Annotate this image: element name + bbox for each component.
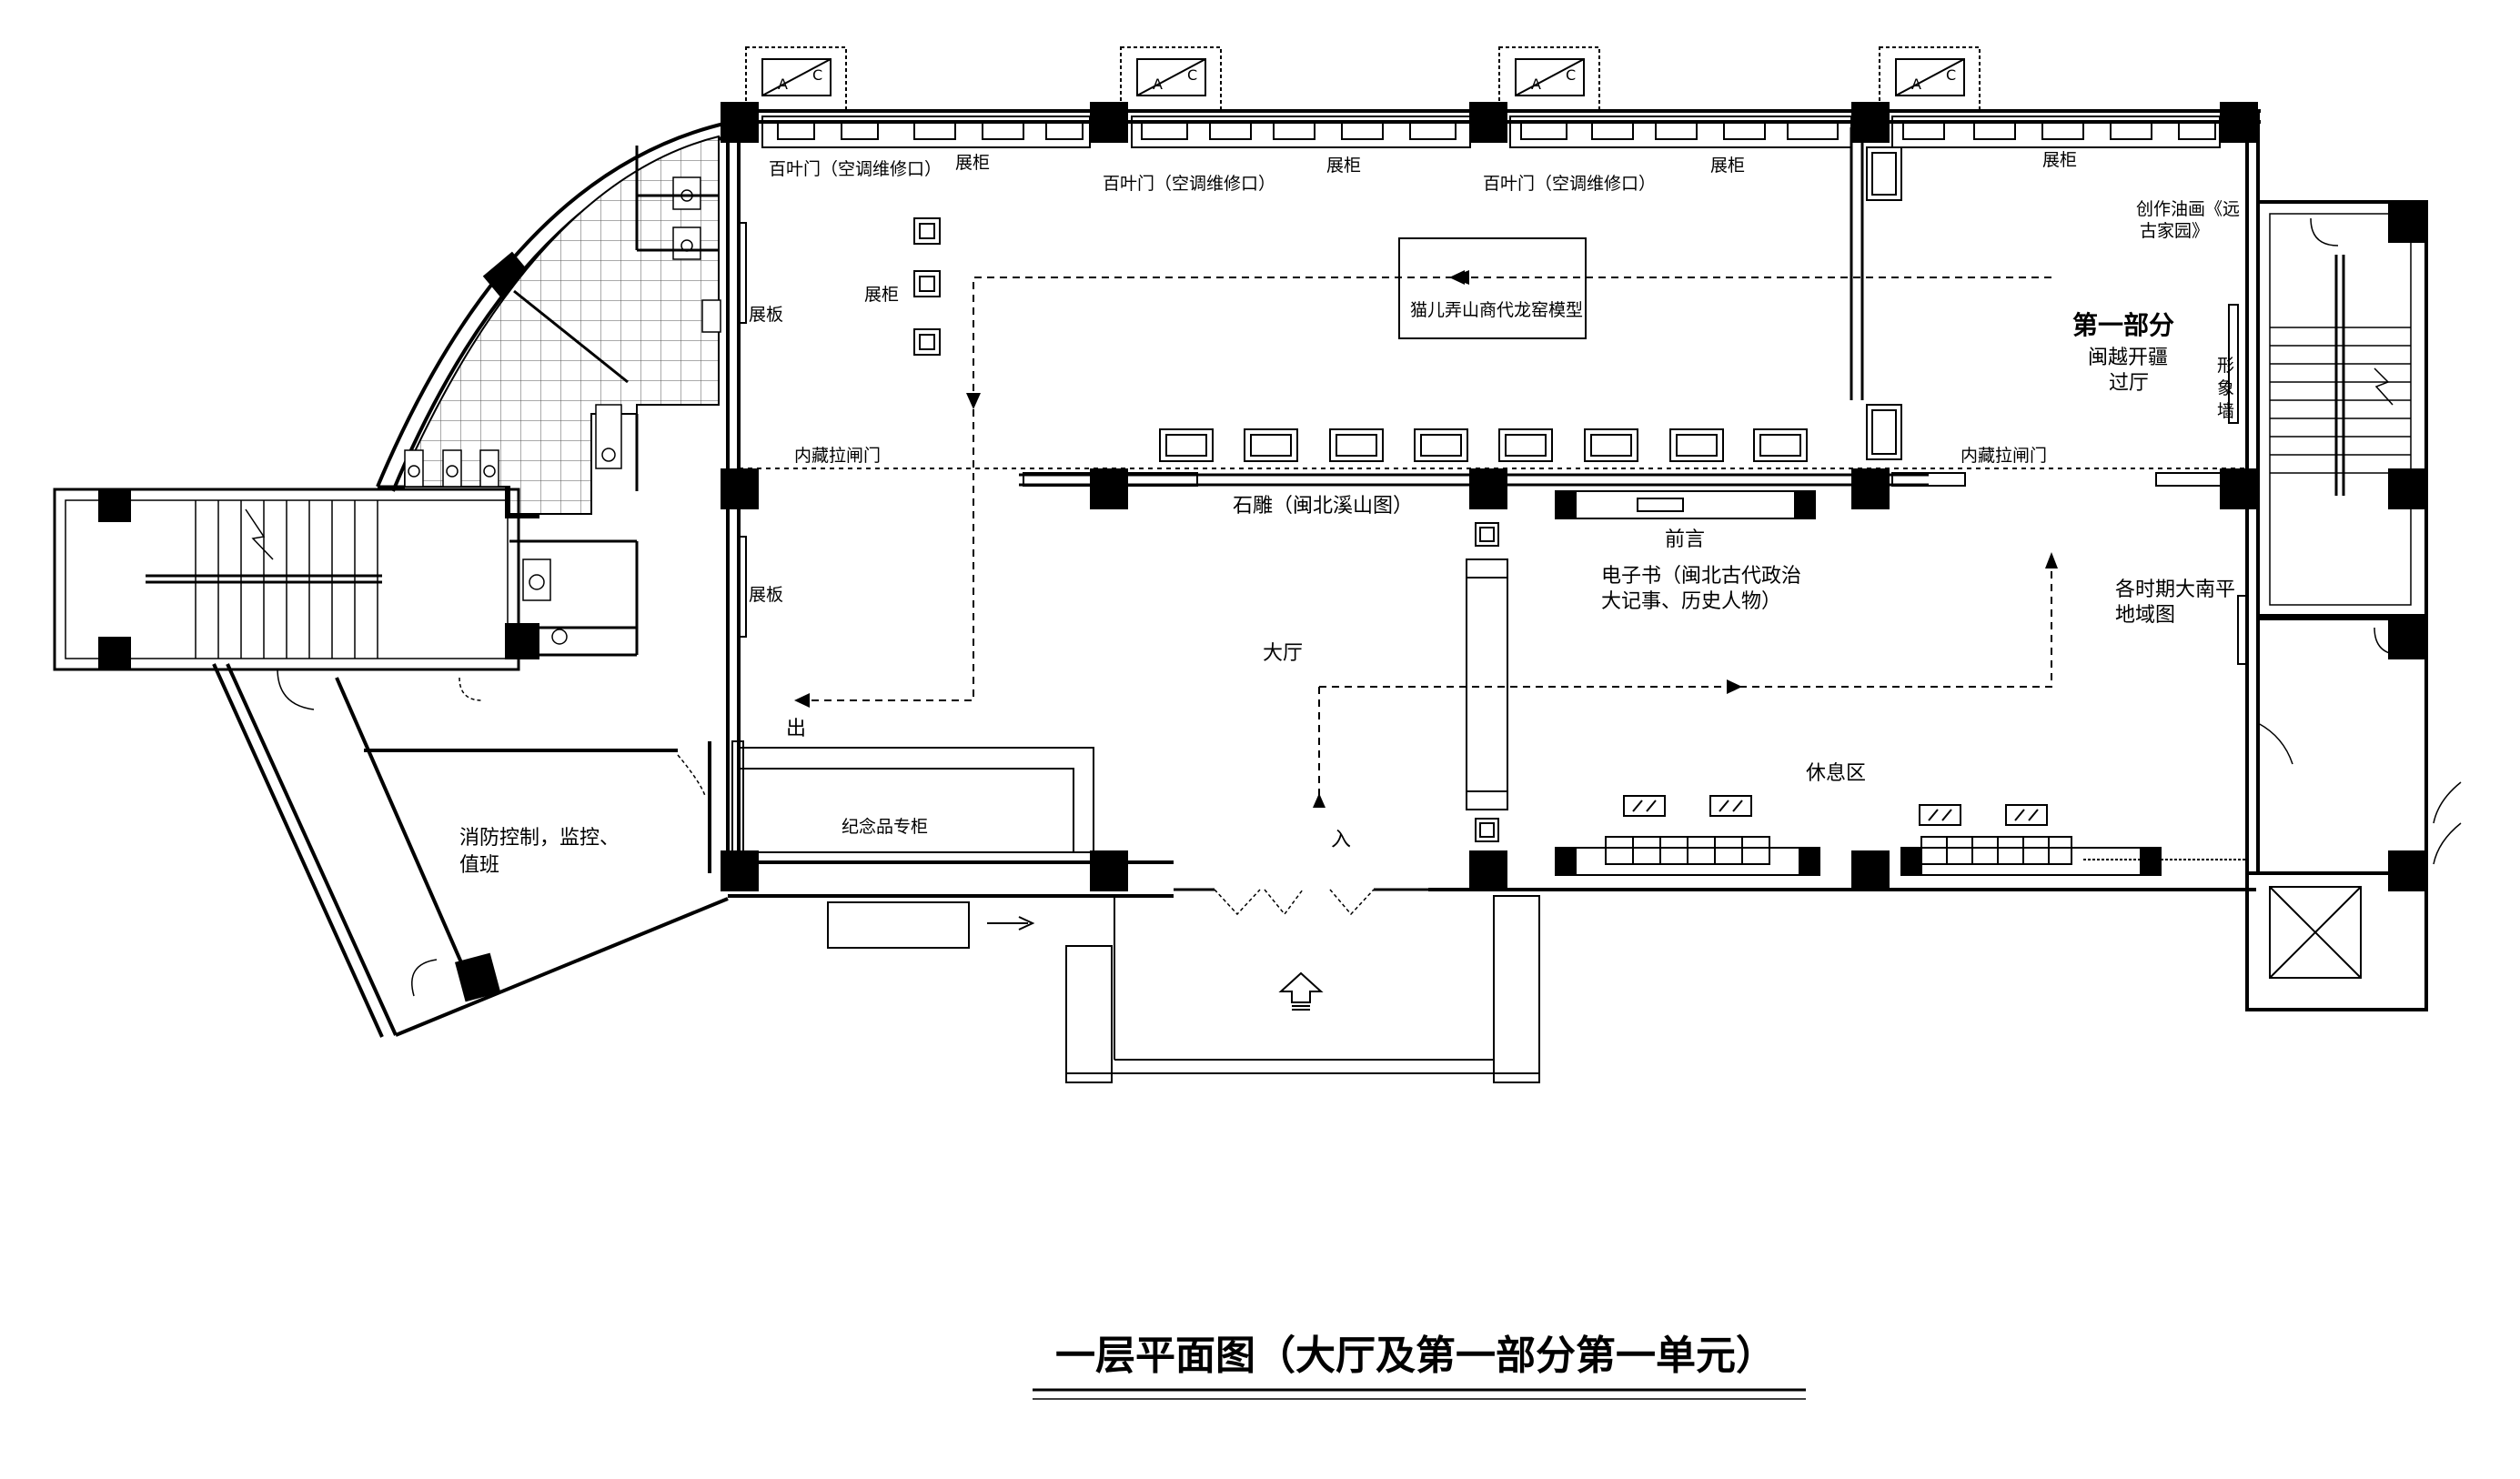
- exit-label: 出: [786, 718, 806, 740]
- arrow-left-icon: [794, 693, 810, 708]
- arrow-up-icon: [1313, 793, 1326, 808]
- display-case-label: 展柜: [1326, 156, 1361, 176]
- right-wing-doors: [2257, 217, 2462, 865]
- rest-area-sofas: [1555, 795, 2247, 876]
- ac-label-c: C: [1566, 66, 1576, 84]
- structural-columns: [98, 102, 2426, 1002]
- image-wall-label: 象: [2217, 378, 2234, 398]
- souvenir-label: 纪念品专柜: [842, 816, 928, 837]
- ac-label-c: C: [1946, 66, 1956, 84]
- ac-label-a: A: [1911, 75, 1921, 93]
- ac-label-c: C: [812, 66, 822, 84]
- louver-door-label: 百叶门（空调维修口）: [769, 159, 942, 179]
- hall-label: 大厅: [1263, 642, 1303, 665]
- display-case-label: 展柜: [1710, 156, 1745, 176]
- part-one-subtitle: 闽越开疆: [2088, 347, 2168, 369]
- map-label: 地域图: [2115, 604, 2175, 627]
- image-wall-label: 形: [2217, 356, 2234, 376]
- ac-unit-1: [745, 46, 847, 112]
- sliding-gate-label: 内藏拉闸门: [1961, 446, 2047, 466]
- display-panel-label: 展板: [749, 305, 783, 325]
- ac-label-c: C: [1187, 66, 1197, 84]
- entrance-label: 入: [1331, 829, 1351, 851]
- ac-unit-4: [1879, 46, 1981, 112]
- fire-control-room: [212, 663, 729, 1038]
- entrance-porch: [728, 894, 1540, 1083]
- part-one-subtitle: 过厅: [2109, 372, 2149, 395]
- ac-unit-2: [1120, 46, 1222, 112]
- showcase-row: [1159, 428, 1808, 462]
- arrow-right-icon: [1727, 679, 1742, 694]
- title-underline: [1033, 1388, 1806, 1400]
- sliding-gates: [1023, 472, 2223, 487]
- oil-painting-label: 古家园》: [2140, 221, 2209, 241]
- tiled-restroom: [404, 135, 720, 515]
- ac-label-a: A: [1531, 75, 1541, 93]
- right-wing: [2245, 200, 2428, 1011]
- sliding-gate-label: 内藏拉闸门: [794, 446, 881, 466]
- wall-display-cases: [761, 116, 2221, 148]
- louver-door-label: 百叶门（空调维修口）: [1103, 174, 1275, 194]
- free-display-cases: [913, 217, 941, 356]
- rest-area-label: 休息区: [1806, 762, 1866, 785]
- fire-room-doors: [277, 668, 706, 997]
- restroom-walls: [378, 146, 719, 657]
- preface-label: 前言: [1665, 528, 1705, 551]
- oil-painting-label: 创作油画《远: [2136, 199, 2240, 219]
- stone-carving-label: 石雕（闽北溪山图）: [1233, 495, 1413, 518]
- left-stair-treads: [195, 500, 378, 659]
- preface-block: [1555, 490, 1816, 519]
- arrow-down-icon: [966, 393, 981, 409]
- map-label: 各时期大南平: [2115, 579, 2235, 601]
- tour-route: [801, 277, 2052, 800]
- arrow-left-icon: [1449, 270, 1465, 285]
- entrance-arrow-icon: [1278, 971, 1324, 1011]
- vertical-panels: [738, 146, 2248, 665]
- display-panel-label: 展板: [749, 585, 783, 605]
- kiln-model-box: [1398, 237, 1587, 339]
- display-case-label: 展柜: [2042, 150, 2077, 170]
- display-case-label: 展柜: [864, 285, 899, 305]
- display-case-label: 展柜: [955, 153, 990, 173]
- ac-unit-3: [1498, 46, 1600, 112]
- ebook-column: [1466, 522, 1508, 842]
- route-arrows: [794, 270, 2058, 808]
- ac-label-a: A: [1153, 75, 1163, 93]
- ac-label-a: A: [778, 75, 788, 93]
- small-restroom: [522, 558, 568, 645]
- ebook-label: 大记事、历史人物）: [1601, 590, 1781, 613]
- arrow-up-icon: [2045, 552, 2058, 568]
- souvenir-counter: [731, 740, 1094, 870]
- fire-control-label: 值班: [459, 854, 499, 877]
- ebook-label: 电子书（闽北古代政治: [1601, 565, 1801, 588]
- drawing-title: 一层平面图（大厅及第一部分第一单元）: [1055, 1333, 1776, 1379]
- kiln-model-label: 猫儿弄山商代龙窑模型: [1410, 300, 1583, 320]
- elevator: [2269, 886, 2362, 979]
- fire-control-label: 消防控制，监控、: [459, 827, 620, 850]
- louver-door-label: 百叶门（空调维修口）: [1483, 174, 1656, 194]
- entrance-doors: [1214, 889, 1375, 916]
- image-wall-label: 墙: [2217, 401, 2234, 421]
- right-stair: [2269, 213, 2412, 606]
- part-one-heading: 第一部分: [2072, 310, 2174, 340]
